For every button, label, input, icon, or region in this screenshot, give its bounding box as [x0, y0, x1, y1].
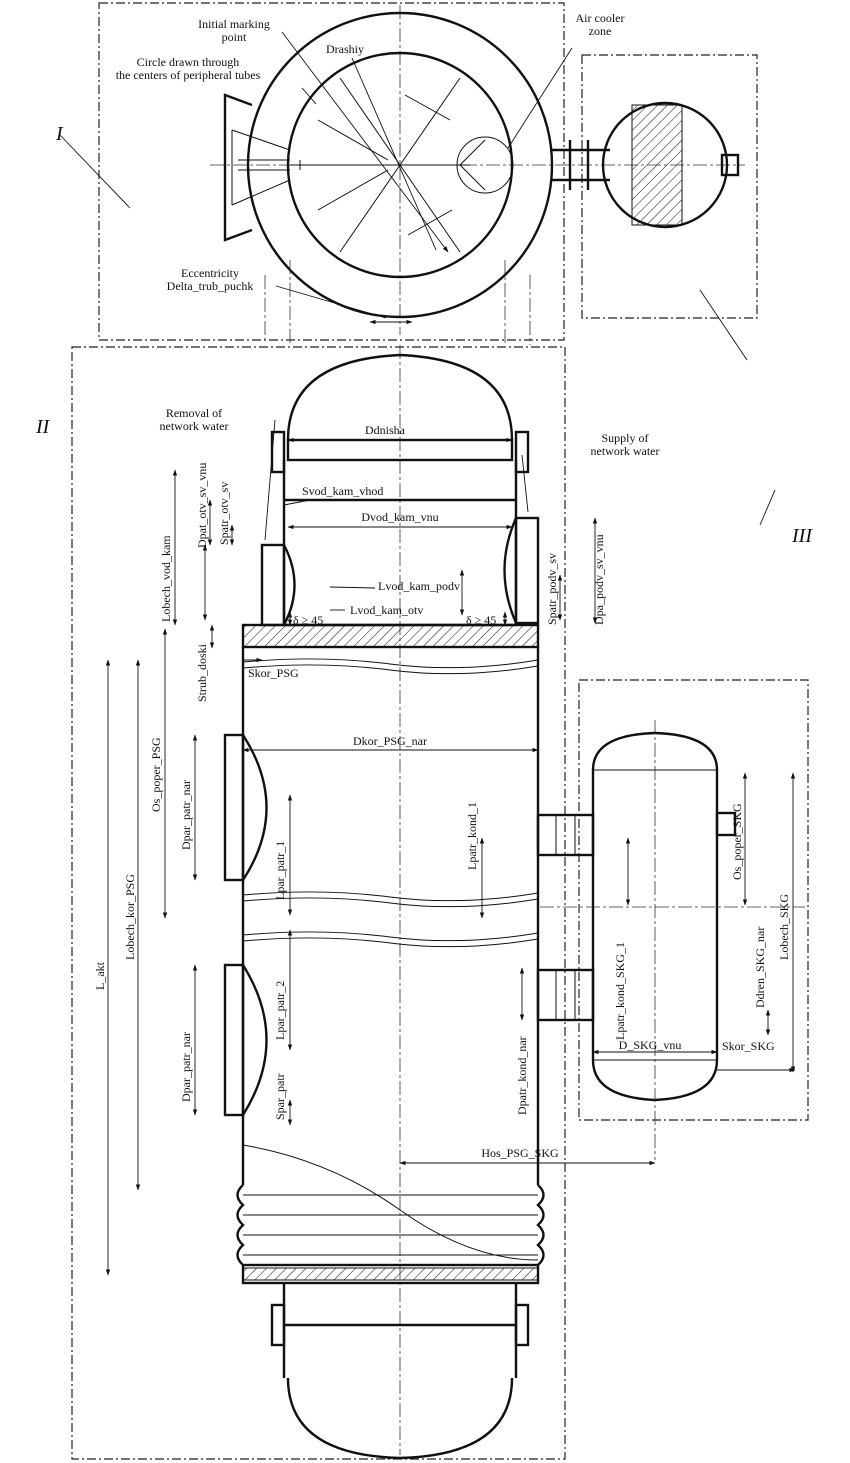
zone-box-3b [578, 679, 809, 1121]
d-skg-vnu-label: D_SKG_vnu [619, 1038, 682, 1052]
spatr-otv-label: Spatr_otv_sv [217, 482, 231, 545]
label-line: Supply of [601, 431, 648, 445]
zone-box-3a [581, 54, 758, 319]
ddnisha-label: Ddnisha [365, 423, 406, 437]
label-line: Delta_trub_puchk [167, 279, 254, 293]
zone-box-1 [98, 2, 565, 341]
os-poper-skg-label: Os_poper_SKG [730, 803, 744, 880]
hos-psg-skg-label: Hos_PSG_SKG [481, 1146, 559, 1160]
lpatr-kond-skg-1-label: Lpatr_kond_SKG_1 [613, 942, 627, 1040]
l-akt-label: L_akt [93, 961, 107, 990]
zone-label-2: II [35, 416, 51, 438]
ddren-skg-nar-label: Ddren_SKG_nar [753, 927, 767, 1008]
spar-patr-label: Spar_patr [273, 1073, 287, 1120]
label-line: network water [591, 444, 660, 458]
label-line: point [222, 30, 247, 44]
dpar-patr-nar-1-label: Dpar_patr_nar [179, 780, 193, 850]
label-line: Initial marking [198, 17, 270, 31]
lobech-skg-label: Lobech_SKG [777, 894, 791, 960]
drashiy-label: Drashiy [326, 42, 364, 56]
os-poper-psg-label: Os_poper_PSG [149, 737, 163, 812]
lobech-vod-kam-label: Lobech_vod_kam [159, 535, 173, 622]
svod-kam-vhod-label: Svod_kam_vhod [302, 484, 383, 498]
label-line: Air cooler [576, 11, 625, 25]
top-view [58, 5, 748, 361]
zone-label-1: I [55, 123, 64, 145]
dkor-psg-nar-label: Dkor_PSG_nar [353, 734, 427, 748]
dpat-otv-label: Dpat_otv_sv_vnu [195, 463, 209, 548]
label-line: Removal of [166, 406, 222, 420]
dvod-kam-vnu-label: Dvod_kam_vnu [361, 510, 438, 524]
dpatr-kond-nar-label: Dpatr_kond_nar [515, 1036, 529, 1115]
label-line: Circle drawn through [137, 55, 240, 69]
lvod-kam-otv-label: Lvod_kam_otv [350, 603, 423, 617]
lobech-kor-psg-label: Lobech_kor_PSG [123, 874, 137, 960]
skor-psg-label: Skor_PSG [248, 666, 299, 680]
spatr-podv-label: Spatr_podv_sv [545, 553, 559, 625]
lpatr-kond-1-label: Lpatr_kond_1 [465, 802, 479, 870]
heater-body [223, 623, 595, 1460]
strub-doski-label: Strub_doski [195, 643, 209, 702]
delta-right-label: δ ≥ 45 [466, 613, 496, 627]
zone-box-2 [71, 346, 566, 1460]
label-line: zone [589, 24, 612, 38]
delta-left-label: δ ≥ 45 [293, 613, 323, 627]
lpar-patr-2-label: Lpar_patr_2 [273, 981, 287, 1040]
lvod-kam-podv-label: Lvod_kam_podv [378, 579, 460, 593]
dpar-patr-nar-2-label: Dpar_patr_nar [179, 1032, 193, 1102]
label-line: the centers of peripheral tubes [116, 68, 261, 82]
dpa-podv-label: Dpa_podv_sv_vnu [592, 534, 606, 625]
label-line: network water [160, 419, 229, 433]
label-line: Eccentricity [181, 266, 239, 280]
skor-skg-label: Skor_SKG [722, 1039, 775, 1053]
condensate-collector [540, 720, 805, 1160]
zone-label-3: III [791, 525, 813, 547]
lpar-patr-1-label: Lpar_patr_1 [273, 841, 287, 900]
